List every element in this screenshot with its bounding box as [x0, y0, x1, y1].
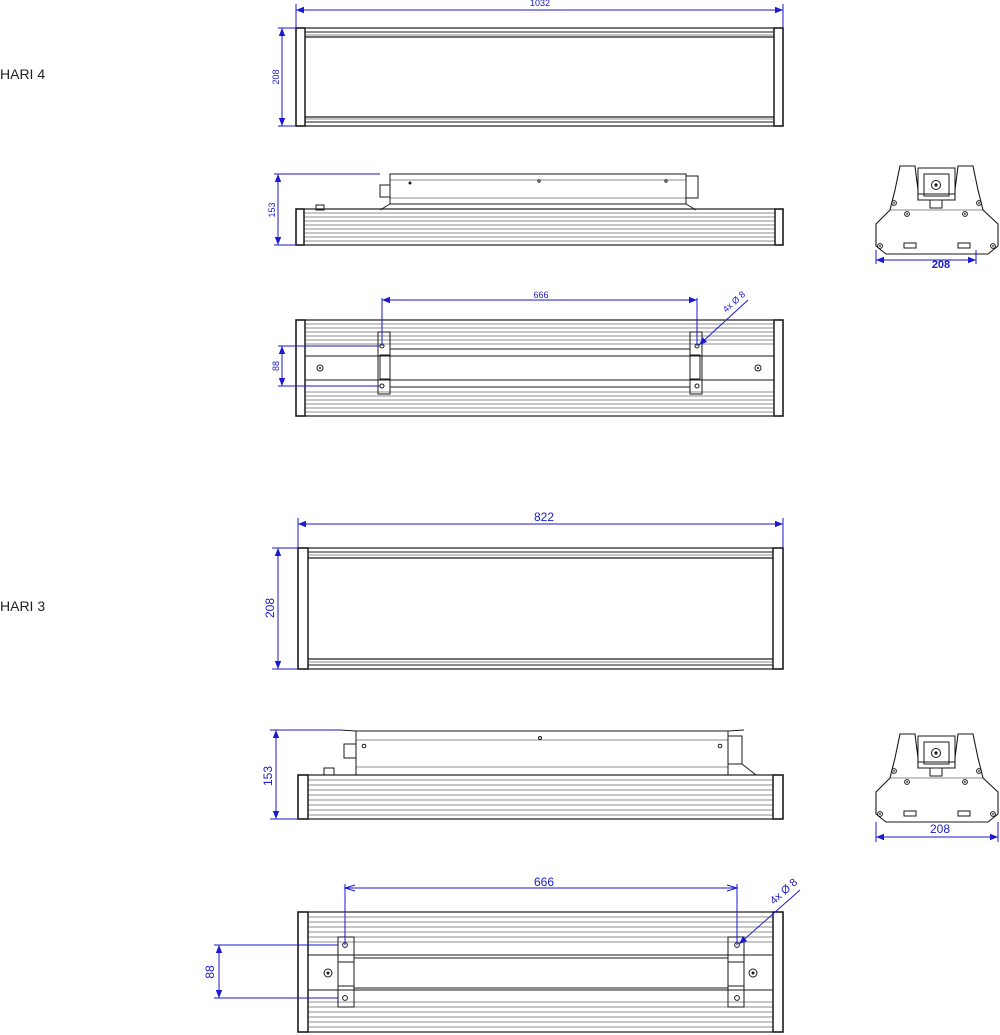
- hari3-side-view: [297, 729, 784, 820]
- hari4-bottom-view: [295, 319, 784, 417]
- hari3-holes-callout: 4x Ø 8: [738, 876, 801, 945]
- hari3-bottom-spacing-label: 666: [534, 875, 554, 889]
- hari4-side-view: [295, 173, 784, 246]
- hari3-side-height-dimension: 153: [261, 729, 340, 820]
- hari3-top-width-label: 208: [263, 598, 277, 618]
- hari4-top-length-dimension: 1032: [295, 0, 784, 28]
- hari4-bottom-offset-label: 88: [271, 361, 281, 371]
- hari4-top-view: [295, 27, 784, 127]
- hari3-bottom-offset-label: 88: [203, 965, 217, 979]
- hari4-top-width-dimension: 208: [271, 27, 296, 127]
- hari3-end-view: [875, 733, 999, 823]
- hari4-end-view: [875, 165, 999, 255]
- hari4-side-height-label: 153: [267, 202, 277, 217]
- hari3-top-width-dimension: 208: [263, 547, 298, 670]
- hari4-bottom-offset-dimension: 88: [271, 345, 380, 387]
- hari4-bottom-spacing-label: 666: [533, 290, 548, 300]
- hari3-side-height-label: 153: [261, 766, 275, 786]
- hari3-top-length-label: 822: [534, 510, 554, 524]
- hari4-top-length-label: 1032: [530, 0, 550, 8]
- hari3-bottom-spacing-dimension: 666: [343, 875, 739, 945]
- hari4-end-width-dimension: 208: [875, 250, 977, 271]
- hari3-top-view: [297, 547, 784, 670]
- hari4-holes-callout: 4x Ø 8: [698, 289, 749, 346]
- hari3-bottom-view: [297, 911, 784, 1033]
- hari4-bottom-spacing-dimension: 666: [381, 290, 698, 346]
- hari4-end-width-label: 208: [932, 259, 950, 271]
- hari3-end-width-dimension: 208: [875, 822, 999, 842]
- section-label-hari3: HARI 3: [0, 598, 46, 614]
- hari3-holes-label: 4x Ø 8: [768, 876, 800, 907]
- section-label-hari4: HARI 4: [0, 66, 46, 82]
- hari3-bottom-offset-dimension: 88: [203, 944, 338, 999]
- hari4-holes-label: 4x Ø 8: [721, 289, 747, 314]
- hari4-top-width-label: 208: [271, 69, 281, 84]
- hari3-end-width-label: 208: [930, 822, 950, 836]
- hari3-top-length-dimension: 822: [297, 510, 784, 548]
- hari4-side-height-dimension: 153: [267, 173, 380, 246]
